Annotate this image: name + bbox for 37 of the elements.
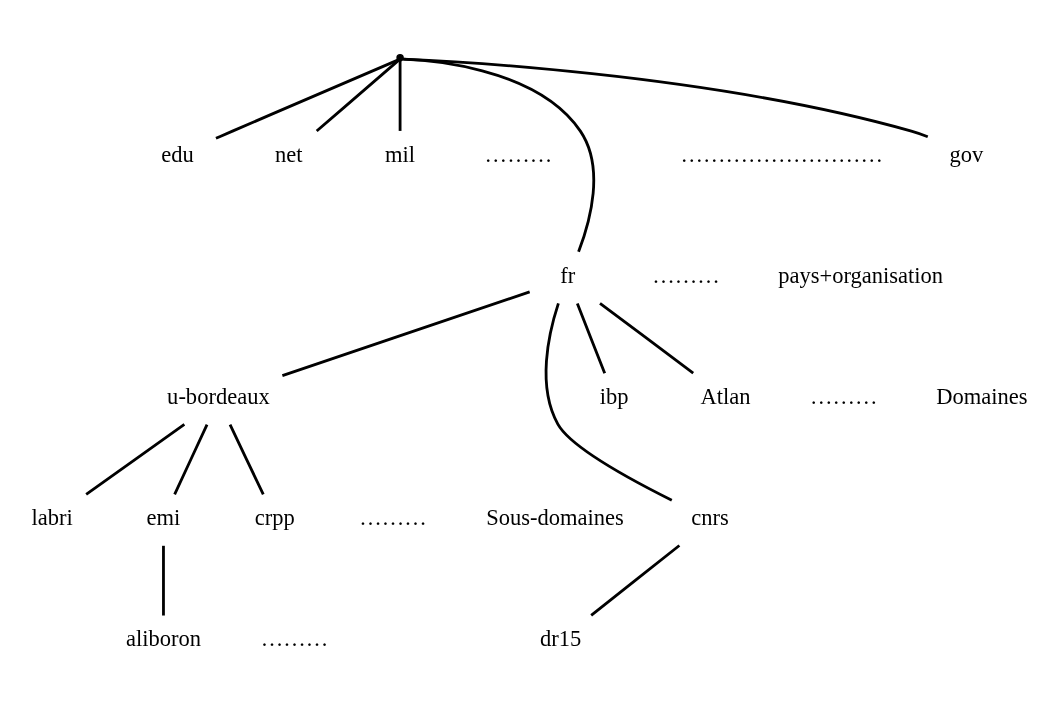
node-text: fr [560, 262, 576, 288]
label: ……………………… [680, 141, 884, 167]
connector [162, 545, 165, 616]
node-text: gov [949, 141, 984, 167]
label: ……… [484, 141, 553, 167]
node-text: labri [31, 505, 73, 531]
node-text: net [275, 141, 303, 167]
node-text: cnrs [691, 505, 729, 531]
connector [215, 58, 399, 140]
connector [599, 302, 695, 375]
connector [398, 60, 402, 131]
connector [590, 544, 681, 617]
node-text: crpp [254, 505, 295, 531]
connector [544, 302, 673, 502]
node-text: emi [146, 505, 181, 531]
node-text: Atlan [700, 384, 751, 410]
label: ……… [652, 262, 720, 288]
connector [85, 423, 186, 496]
label: ……… [809, 384, 878, 410]
label: Domaines [936, 384, 1028, 410]
node-text: dr15 [540, 626, 582, 652]
label: ……… [359, 505, 427, 531]
connector [576, 303, 607, 374]
connector [228, 424, 265, 495]
node-text: aliboron [125, 626, 201, 652]
connector [402, 57, 596, 253]
connector [281, 290, 531, 377]
label: pays+organisation [778, 262, 944, 288]
node-text: u-bordeaux [167, 384, 270, 410]
label: Sous-domaines [486, 505, 624, 531]
connector [173, 424, 209, 495]
connector [315, 59, 400, 133]
node-text: mil [385, 141, 416, 167]
node-text: ibp [599, 384, 629, 410]
label: ……… [260, 626, 329, 652]
node-point [396, 53, 404, 62]
node-text: edu [161, 141, 194, 167]
